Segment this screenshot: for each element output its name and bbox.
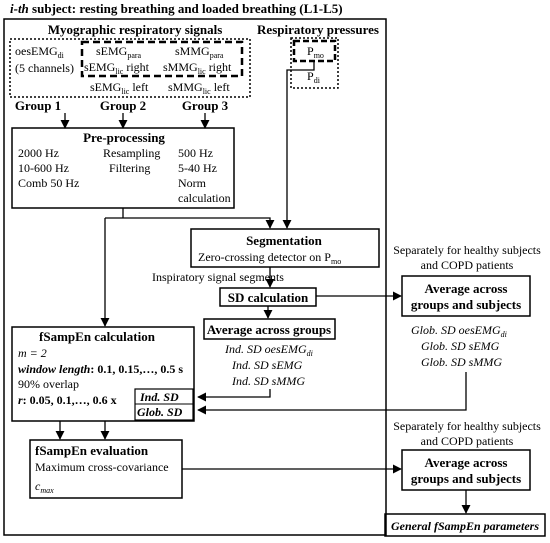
avg-groups-box: [203, 318, 336, 340]
fsampen-ind-sd: Ind. SD: [139, 390, 179, 404]
signals-box: [9, 38, 251, 98]
oesemg-channels: (5 channels): [15, 61, 74, 75]
semg-lic-right: sEMGlic right: [84, 60, 150, 76]
glob-sd-smmg: Glob. SD sMMG: [421, 355, 502, 369]
sd-calculation-label: SD calculation: [228, 290, 309, 305]
ind-sd-semg: Ind. SD sEMG: [231, 358, 303, 372]
arrow-pmo-to-seg: [282, 61, 315, 229]
ind-sd-oesemg: Ind. SD oesEMGdi: [224, 342, 313, 358]
fsampen-overlap: 90% overlap: [18, 377, 79, 391]
preproc-c3-l1: 500 Hz: [178, 146, 213, 160]
arrow-ind-sd: [197, 389, 271, 402]
general-params-label: General fSampEn parameters: [391, 519, 539, 533]
preproc-c1-l3: Comb 50 Hz: [18, 176, 79, 190]
group-1-label: Group 1: [15, 98, 61, 113]
fsampen-calc-title: fSampEn calculation: [39, 329, 156, 344]
right-top-avg-box: [401, 275, 531, 317]
glob-sd-semg: Glob. SD sEMG: [421, 339, 500, 353]
preproc-c3-l4: calculation: [178, 191, 231, 205]
diagram-title: i-th subject: resting breathing and load…: [10, 1, 343, 16]
right-bottom-note1: Separately for healthy subjects: [393, 419, 541, 433]
fsampen-eval-desc: Maximum cross-covariance: [35, 460, 169, 474]
fsampen-m: m = 2: [18, 346, 47, 360]
fsampen-calc-box: [11, 326, 195, 422]
preproc-c1-l1: 2000 Hz: [18, 146, 59, 160]
preproc-c2-l2: Filtering: [109, 161, 150, 175]
right-top-note1: Separately for healthy subjects: [393, 243, 541, 257]
preproc-c1-l2: 10-600 Hz: [18, 161, 69, 175]
group-2-label: Group 2: [100, 98, 146, 113]
smmg-para: sMMGpara: [175, 44, 224, 60]
paired-channels-box: [80, 40, 244, 78]
pdi-label: Pdi: [307, 69, 321, 85]
subject-frame: [3, 18, 387, 536]
segmentation-desc: Zero-crossing detector on Pmo: [198, 250, 341, 266]
avg-groups-title: Average across groups: [207, 322, 331, 337]
right-top-avg-l1: Average across: [425, 281, 508, 296]
smmg-lic-left: sMMGlic left: [168, 80, 230, 96]
pressures-dotted-box: [290, 37, 339, 89]
right-bottom-avg-l2: groups and subjects: [411, 471, 521, 486]
semg-lic-left: sEMGlic left: [90, 80, 149, 96]
fsampen-glob-sd: Glob. SD: [137, 405, 183, 419]
right-bottom-avg-l1: Average across: [425, 455, 508, 470]
fsampen-window-length: window length: 0.1, 0.15,…, 0.5 s: [18, 362, 183, 376]
myographic-heading: Myographic respiratory signals: [48, 22, 223, 37]
fsampen-eval-cmax: cmax: [35, 479, 54, 495]
fsampen-eval-title: fSampEn evaluation: [35, 443, 149, 458]
semg-para: sEMGpara: [96, 44, 142, 60]
arrow-glob-sd: [197, 372, 467, 415]
right-top-note2: and COPD patients: [421, 258, 514, 272]
group-3-label: Group 3: [182, 98, 229, 113]
segmentation-title: Segmentation: [246, 233, 323, 248]
inspiratory-label: Inspiratory signal segments: [152, 270, 284, 284]
right-bottom-note2: and COPD patients: [421, 434, 514, 448]
right-top-avg-l2: groups and subjects: [411, 297, 521, 312]
general-params-box: [384, 513, 546, 537]
preproc-c3-l3: Norm: [178, 176, 207, 190]
arrow-pre-to-seg: [234, 217, 275, 229]
fsampen-r: r: 0.05, 0.1,…, 0.6 x: [18, 393, 117, 407]
glob-sd-oesemg: Glob. SD oesEMGdi: [411, 323, 507, 339]
preproc-c2-l1: Resampling: [103, 146, 160, 160]
pressures-heading: Respiratory pressures: [257, 22, 379, 37]
oesemg-label: oesEMGdi: [15, 44, 65, 60]
pmo-label: Pmo: [307, 44, 324, 60]
smmg-lic-right: sMMGlic right: [163, 60, 232, 76]
segmentation-box: [190, 228, 380, 268]
preprocessing-title: Pre-processing: [83, 130, 165, 145]
preproc-c3-l2: 5-40 Hz: [178, 161, 217, 175]
ind-sd-smmg: Ind. SD sMMG: [231, 374, 305, 388]
